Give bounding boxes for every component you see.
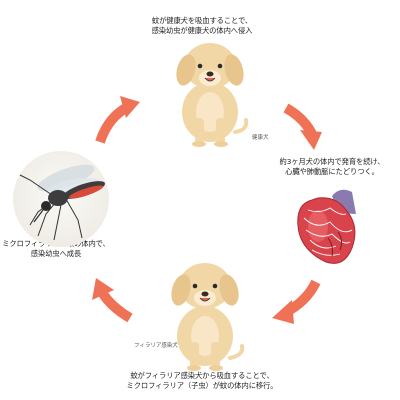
step-top-text: 蚊が健康犬を吸血することで、 感染幼虫が健康犬の体内へ侵入 xyxy=(140,16,264,36)
healthy-dog-tag: 健康犬 xyxy=(252,135,269,141)
step-bottom-text: 蚊がフィラリア感染犬から吸血することで、 ミクロフィラリア（子虫）が蚊の体内に移… xyxy=(125,371,279,391)
step-right-line2: 心臓や肺動脈にたどりつく。 xyxy=(285,167,379,176)
step-right-line1: 約3ヶ月犬の体内で発育を続け、 xyxy=(279,157,385,166)
infected-dog-illustration xyxy=(171,263,245,371)
step-top-line1: 蚊が健康犬を吸血することで、 xyxy=(151,16,253,25)
step-top-line2: 感染幼虫が健康犬の体内へ侵入 xyxy=(151,26,253,35)
curved-arrow-icon xyxy=(92,278,133,323)
step-right-text: 約3ヶ月犬の体内で発育を続け、 心臓や肺動脈にたどりつく。 xyxy=(270,157,394,177)
curved-arrow-icon xyxy=(272,279,321,324)
step-bottom-line1: 蚊がフィラリア感染犬から吸血することで、 xyxy=(130,371,274,380)
step-left-line2: 感染幼虫へ成長 xyxy=(30,249,82,258)
infected-dog-tag: フィラリア感染犬 xyxy=(134,343,178,349)
healthy-dog-illustration xyxy=(176,43,249,147)
mosquito-illustration xyxy=(13,151,109,247)
curved-arrow-icon xyxy=(95,96,140,144)
curved-arrow-icon xyxy=(283,103,322,150)
step-bottom-line2: ミクロフィラリア（子虫）が蚊の体内に移行。 xyxy=(126,381,278,390)
heartworm-heart-illustration xyxy=(297,189,356,264)
